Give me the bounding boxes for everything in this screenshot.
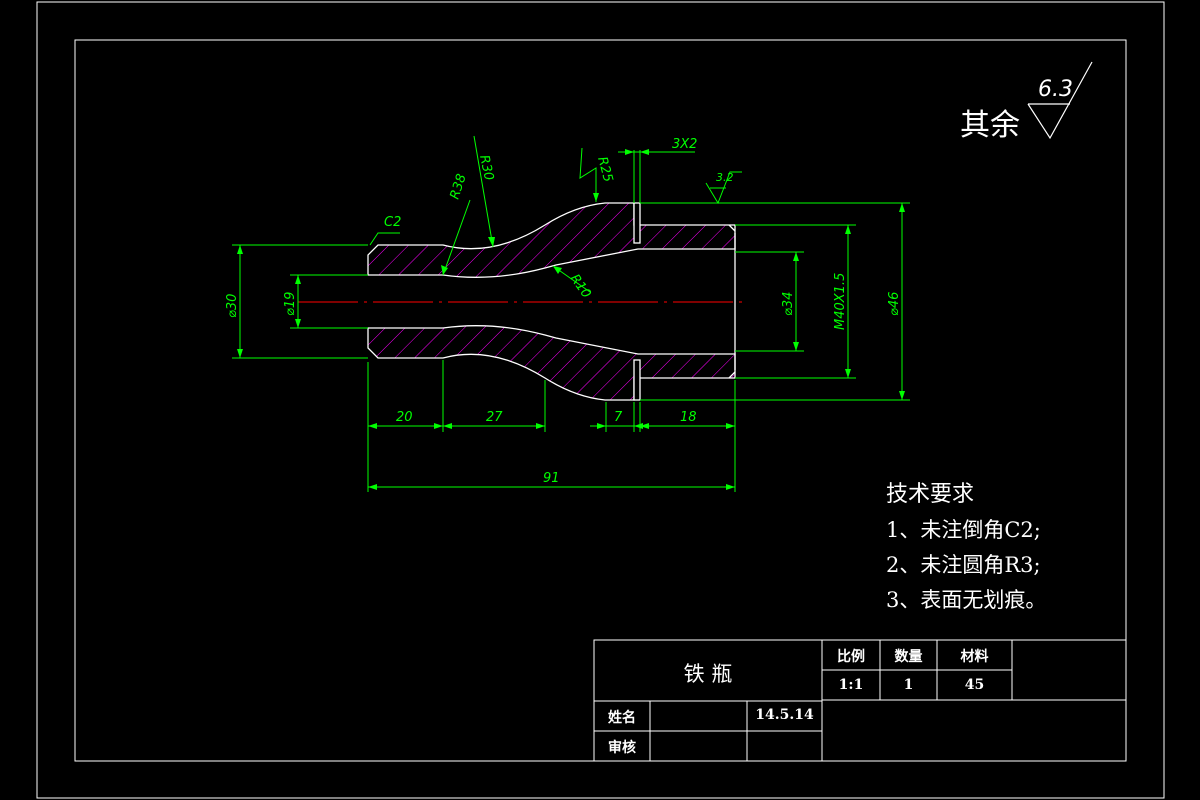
roughness-value: 3.2 <box>716 171 734 184</box>
scale-label: 比例 <box>837 649 865 665</box>
len20-dim: 20 <box>396 410 413 425</box>
qty-label: 数量 <box>894 649 923 665</box>
material-value: 45 <box>964 677 985 693</box>
chamfer-dim: C2 <box>384 215 401 230</box>
date-value: 14.5.14 <box>755 707 814 723</box>
title-block-grid <box>593 639 1127 762</box>
dia34-dim: ⌀34 <box>781 292 796 316</box>
upper-half-section <box>367 202 736 278</box>
scale-value: 1:1 <box>838 677 864 693</box>
r38-dim: R38 <box>448 172 470 201</box>
dimension-lines <box>232 135 910 492</box>
part-section <box>367 202 736 401</box>
dia46-dim: ⌀46 <box>887 292 902 316</box>
requirement-item-1: 1、未注倒角C2; <box>886 518 1041 542</box>
dimension-texts: C2 R38 R30 R25 R10 3X2 ⌀30 ⌀19 ⌀34 M40X1… <box>225 137 902 486</box>
r10-dim: R10 <box>567 272 594 302</box>
material-label: 材料 <box>960 649 989 665</box>
name-label: 姓名 <box>608 710 636 726</box>
r30-dim: R30 <box>476 154 496 182</box>
r25-dim: R25 <box>594 155 615 184</box>
requirements-title: 技术要求 <box>886 482 975 507</box>
len18-dim: 18 <box>680 410 697 425</box>
qty-value: 1 <box>903 677 914 693</box>
dia19-dim: ⌀19 <box>283 292 298 316</box>
lower-half-section <box>367 325 736 401</box>
len7-dim: 7 <box>614 410 623 425</box>
dia30-dim: ⌀30 <box>225 294 240 318</box>
thread-dim: M40X1.5 <box>833 273 848 330</box>
groove-dim: 3X2 <box>672 137 697 152</box>
len91-dim: 91 <box>543 471 560 486</box>
thread-groove <box>633 202 641 401</box>
roughness-rest-symbol <box>1027 61 1093 140</box>
requirement-item-3: 3、表面无划痕。 <box>886 588 1047 612</box>
chamfer-lines <box>728 224 736 379</box>
review-label: 审核 <box>608 740 636 756</box>
part-name: 铁 瓶 <box>683 662 733 686</box>
len27-dim: 27 <box>486 410 503 425</box>
arrow-heads <box>237 149 905 490</box>
roughness-rest-label: 其余 <box>960 108 1020 143</box>
roughness-rest-value: 6.3 <box>1038 77 1073 102</box>
requirement-item-2: 2、未注圆角R3; <box>886 553 1041 577</box>
outer-border <box>36 1 1165 799</box>
